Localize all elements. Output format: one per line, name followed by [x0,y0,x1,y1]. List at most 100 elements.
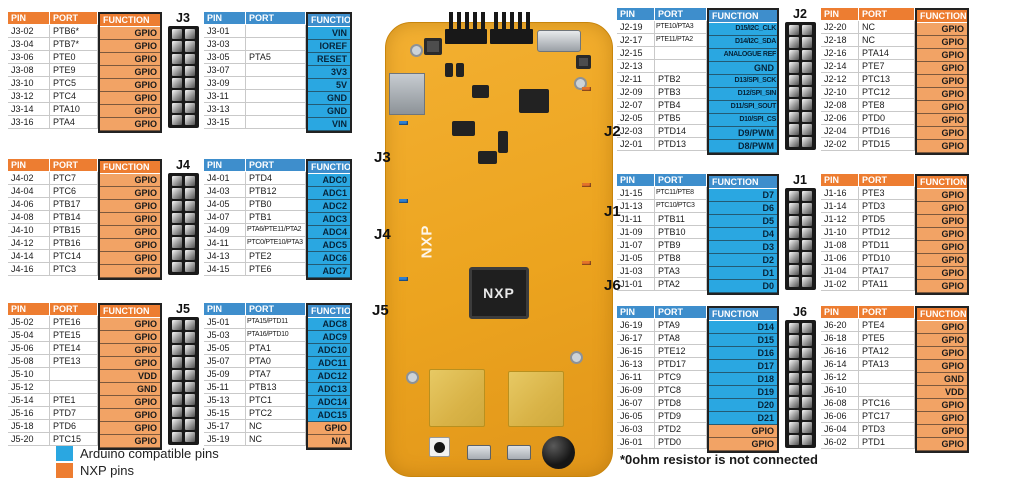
connector-pin [171,381,182,393]
function-cell: D14/I2C_SDA [709,36,777,49]
port-cell: PTE2 [246,250,306,263]
function-cell: GPIO [100,396,160,409]
touch-pad-right [508,371,564,427]
port-cell: PTD2 [655,423,707,436]
connector-pin [184,114,195,125]
function-cell: GPIO [917,334,967,347]
column-header-port: PORT [655,174,707,187]
connector-pin [171,344,182,356]
port-cell: PTE12 [655,345,707,358]
connector-pin [171,406,182,418]
jumper [445,63,453,77]
connector-pin [801,25,812,36]
column-header-pin: PIN [8,12,50,25]
connector-pin [171,114,182,125]
pin-id-cell: J6-15 [617,345,655,358]
pin-id-cell: J6-18 [821,332,859,345]
board-label-j2: J2 [604,123,621,140]
connector-pin [184,212,195,223]
function-cell: GPIO [100,409,160,422]
function-cell: D8/PWM [709,140,777,153]
column-header-pin: PIN [204,159,246,172]
port-cell: PTC5 [50,77,98,90]
function-cell: GPIO [917,62,967,75]
function-cell: GPIO [917,438,967,451]
pin-id-cell: J4-01 [204,172,246,185]
pin-id-cell: J4-07 [204,211,246,224]
function-cell: GPIO [100,187,160,200]
connector-pin [801,372,812,383]
connector-pin [788,347,799,359]
port-cell: PTE8 [859,99,915,112]
arduino-color-swatch [56,446,73,461]
function-cell: D15 [709,334,777,347]
pin-id-cell: J2-15 [617,47,655,60]
connector-pin [171,78,182,89]
function-cell: GPIO [100,53,160,66]
function-cell: D3 [709,241,777,254]
connector-pin [801,49,812,61]
function-cell: GPIO [100,174,160,187]
pin-id-cell: J3-08 [8,64,50,77]
pin-id-cell: J1-06 [821,252,859,265]
pin-id-cell: J4-04 [8,185,50,198]
connector-pin [801,191,812,202]
function-cell: GPIO [917,254,967,267]
port-cell: PTA8 [655,332,707,345]
function-cell: D15/I2C_CLK [709,23,777,36]
connector-pin [801,86,812,98]
connector-pin [184,188,195,199]
port-cell: PTA5 [246,51,306,64]
function-cell: ADC11 [308,357,350,370]
function-cell: ADC8 [308,318,350,331]
pin-header [510,12,514,31]
pin-id-cell: J4-09 [204,224,246,237]
column-header-pin: PIN [821,8,859,21]
pin-id-cell: J2-03 [617,125,655,138]
function-cell: D14 [709,321,777,334]
function-cell: GPIO [100,92,160,105]
connector-pin [801,347,812,359]
column-header-pin: PIN [8,303,50,316]
connector-pin [788,86,799,98]
connector-pin [184,249,195,260]
pin-id-cell: J1-14 [821,200,859,213]
pin-id-cell: J4-05 [204,198,246,211]
port-cell: PTD1 [859,436,915,449]
connector-pin [184,261,195,272]
pin-id-cell: J3-16 [8,116,50,129]
connector-pin [801,124,812,135]
connector-pin [788,203,799,214]
legend-label: Arduino compatible pins [80,446,219,461]
port-cell [246,103,306,116]
buzzer [542,436,575,469]
function-cell: ADC14 [308,396,350,409]
function-cell: GPIO [917,75,967,88]
pin-id-cell: J5-07 [204,355,246,368]
port-cell: PTD9 [655,410,707,423]
connector-pin [788,191,799,202]
function-cell: GPIO [100,422,160,435]
push-button-sw2 [467,445,491,460]
port-cell: PTE1 [50,394,98,407]
pin-id-cell: J3-13 [204,103,246,116]
pin-id-cell: J6-17 [617,332,655,345]
port-cell: PTD5 [859,213,915,226]
connector-label: J6 [793,305,807,319]
function-cell: ADC6 [308,252,350,265]
connector-pin [801,252,812,263]
mounting-hole [406,371,419,384]
pin-id-cell: J4-03 [204,185,246,198]
function-cell: D17 [709,360,777,373]
connector-graphic [784,320,816,448]
pin-id-cell: J5-01 [204,316,246,329]
port-cell: PTA1 [246,342,306,355]
column-header-function: FUNCTION [917,176,967,189]
function-cell: GPIO [100,27,160,40]
pin-id-cell: J3-11 [204,90,246,103]
connector-pin [788,335,799,346]
